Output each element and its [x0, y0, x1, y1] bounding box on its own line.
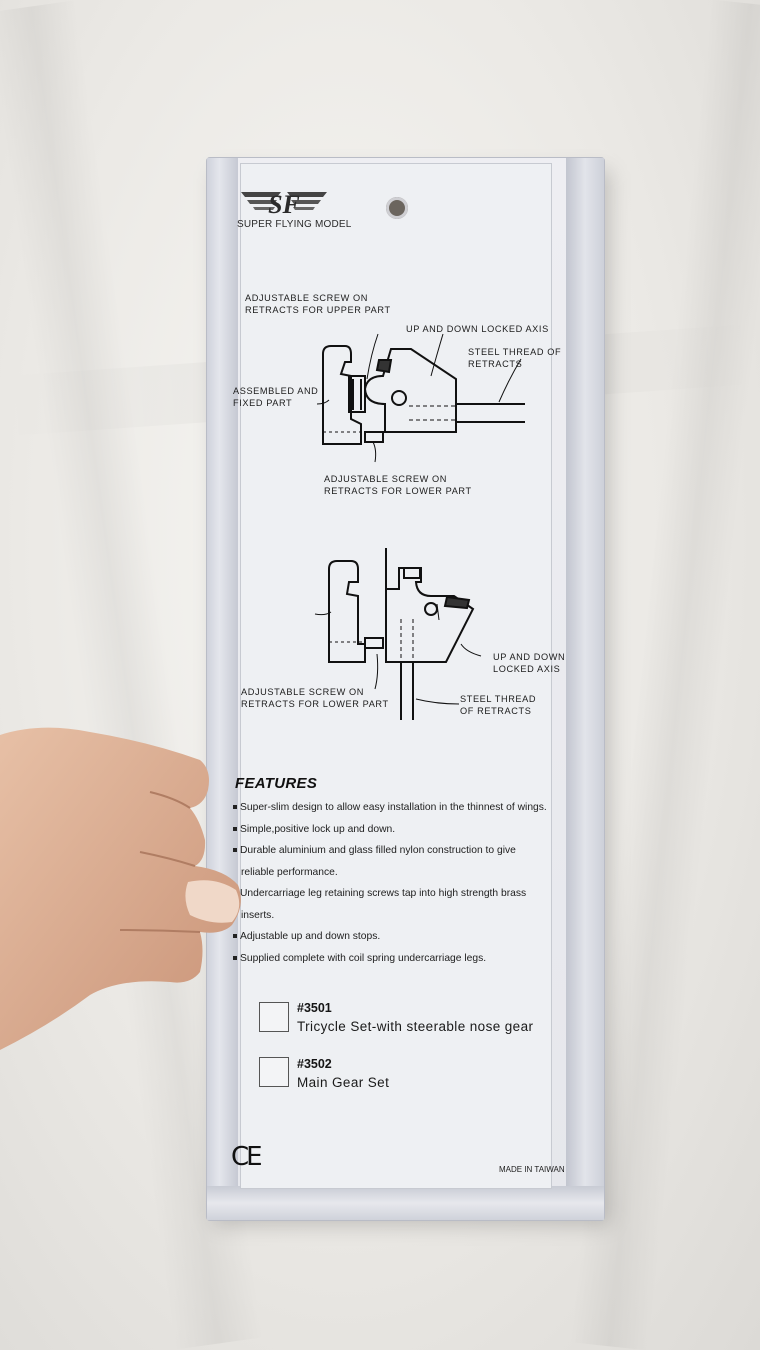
option-desc-3501: Tricycle Set-with steerable nose gear [297, 1019, 534, 1034]
checkbox-3501[interactable] [259, 1002, 289, 1032]
checkbox-3502[interactable] [259, 1057, 289, 1087]
hang-hole [386, 197, 408, 219]
features-title: FEATURES [235, 775, 318, 792]
ce-mark: CE [231, 1142, 263, 1172]
blister-flange-right [566, 158, 604, 1220]
feature-item: Supplied complete with coil spring under… [233, 953, 486, 964]
feature-item: Simple,positive lock up and down. [233, 824, 395, 835]
feature-item: Adjustable up and down stops. [233, 931, 380, 942]
feature-item: Durable aluminium and glass filled nylon… [233, 845, 516, 856]
blister-flange-left [207, 158, 238, 1220]
option-desc-3502: Main Gear Set [297, 1075, 390, 1090]
label-locked-axis: UP AND DOWN LOCKED AXIS [406, 324, 549, 334]
thumbnail [185, 880, 240, 923]
option-code-3502: #3502 [297, 1057, 332, 1071]
feature-item: Super-slim design to allow easy installa… [233, 802, 547, 813]
retract-diagram-top [316, 333, 525, 463]
blister-flange-bottom [207, 1186, 604, 1220]
brand-name: SUPER FLYING MODEL [237, 219, 352, 230]
feature-item-continued: inserts. [241, 910, 275, 921]
option-code-3501: #3501 [297, 1001, 332, 1015]
sf-wings-logo: SF [241, 190, 327, 219]
product-card: SF SUPER FLYING MODEL ADJUSTABLE [231, 163, 565, 1189]
logo-text: SF [268, 190, 300, 219]
made-in-label: MADE IN TAIWAN [499, 1165, 565, 1174]
feature-item-continued: reliable performance. [241, 867, 338, 878]
